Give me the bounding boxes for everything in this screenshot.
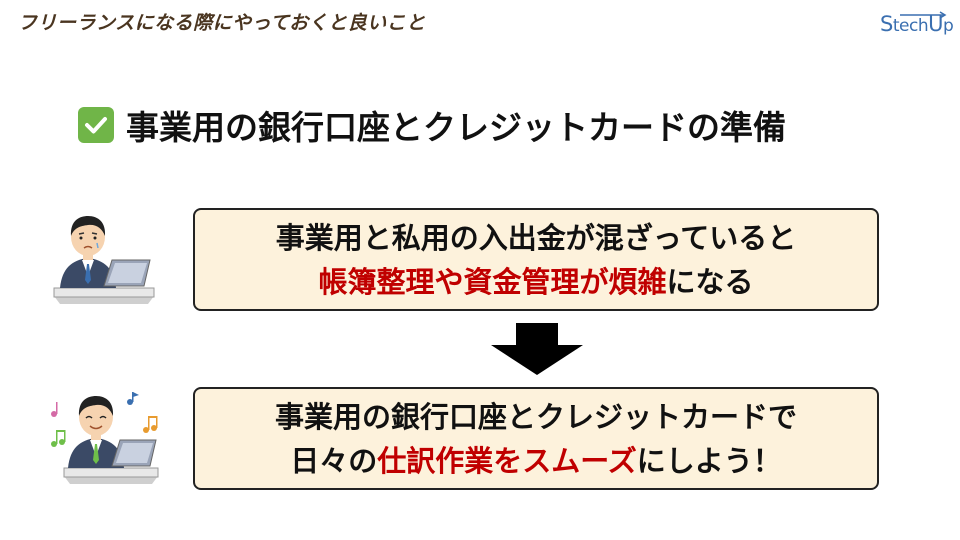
solution-line-1: 事業用の銀行口座とクレジットカードで xyxy=(274,399,797,434)
logo-text: StechUp xyxy=(880,12,954,36)
stechup-logo: StechUp xyxy=(880,10,954,40)
solution-line-2: 日々の仕訳作業をスムーズにしよう！ xyxy=(290,439,782,483)
page-header-title: フリーランスになる際にやっておくと良いこと xyxy=(18,12,426,34)
problem-box: 事業用と私用の入出金が混ざっていると 帳簿整理や資金管理が煩雑になる xyxy=(193,208,879,311)
problem-line-1: 事業用と私用の入出金が混ざっていると xyxy=(275,220,797,255)
logo-arrow-icon xyxy=(900,11,947,19)
music-note-icon xyxy=(143,416,158,433)
problem-line-2: 帳簿整理や資金管理が煩雑になる xyxy=(318,260,753,304)
music-note-icon xyxy=(127,392,139,405)
solution-line-2-rest: にしよう！ xyxy=(636,443,782,478)
heading-text: 事業用の銀行口座とクレジットカードの準備 xyxy=(126,108,786,147)
music-note-icon xyxy=(51,430,66,447)
problem-highlight: 帳簿整理や資金管理が煩雑 xyxy=(318,264,667,299)
down-arrow-icon xyxy=(489,323,585,381)
solution-box: 事業用の銀行口座とクレジットカードで 日々の仕訳作業をスムーズにしよう！ xyxy=(193,387,879,490)
solution-highlight: 仕訳作業をスムーズ xyxy=(377,443,637,478)
main-heading: 事業用の銀行口座とクレジットカードの準備 xyxy=(78,103,786,147)
music-note-icon xyxy=(51,402,58,417)
check-mark-icon xyxy=(78,107,114,143)
problem-line-2-rest: になる xyxy=(666,264,754,299)
happy-person-illustration xyxy=(40,388,165,492)
worried-person-illustration xyxy=(50,210,160,309)
solution-line-2-pre: 日々の xyxy=(290,443,378,478)
